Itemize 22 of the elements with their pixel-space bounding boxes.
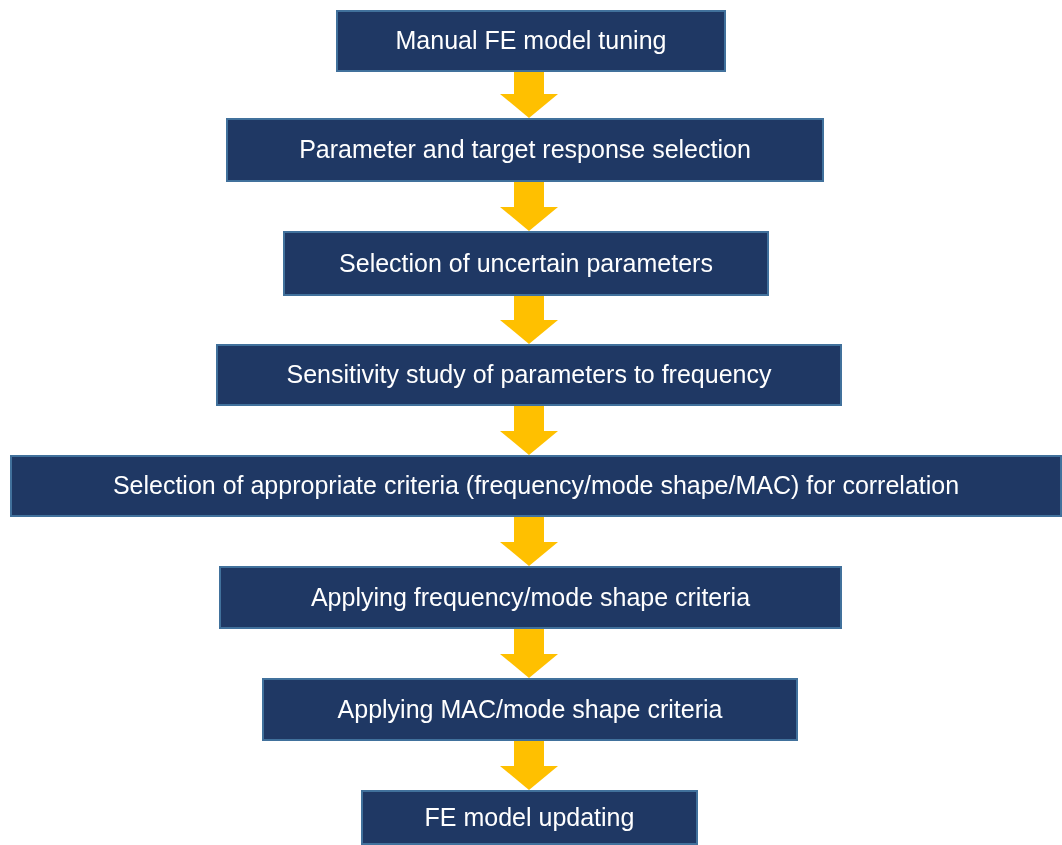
step-text: Manual FE model tuning xyxy=(395,25,667,57)
step-text: Sensitivity study of parameters to frequency xyxy=(286,359,772,391)
step-text: Applying frequency/mode shape criteria xyxy=(310,581,751,613)
process-box xyxy=(361,790,698,845)
process-box xyxy=(10,455,1062,517)
step-text: Selection of uncertain parameters xyxy=(339,247,713,279)
block-arrow xyxy=(500,182,558,231)
step-text: Parameter and target response selection xyxy=(299,134,751,166)
process-box xyxy=(219,566,842,629)
block-arrow xyxy=(500,406,558,455)
block-arrow xyxy=(500,629,558,678)
process-box xyxy=(283,231,769,296)
step-text: Selection of appropriate criteria (frequency/mode shape/MAC) for correlation xyxy=(112,470,960,502)
step-text: Applying MAC/mode shape criteria xyxy=(337,693,723,725)
process-box xyxy=(262,678,798,741)
block-arrow xyxy=(500,296,558,344)
process-box xyxy=(216,344,842,406)
process-box xyxy=(226,118,824,182)
process-box xyxy=(336,10,726,72)
block-arrow xyxy=(500,517,558,566)
block-arrow xyxy=(500,72,558,118)
step-text: FE model updating xyxy=(424,801,635,833)
